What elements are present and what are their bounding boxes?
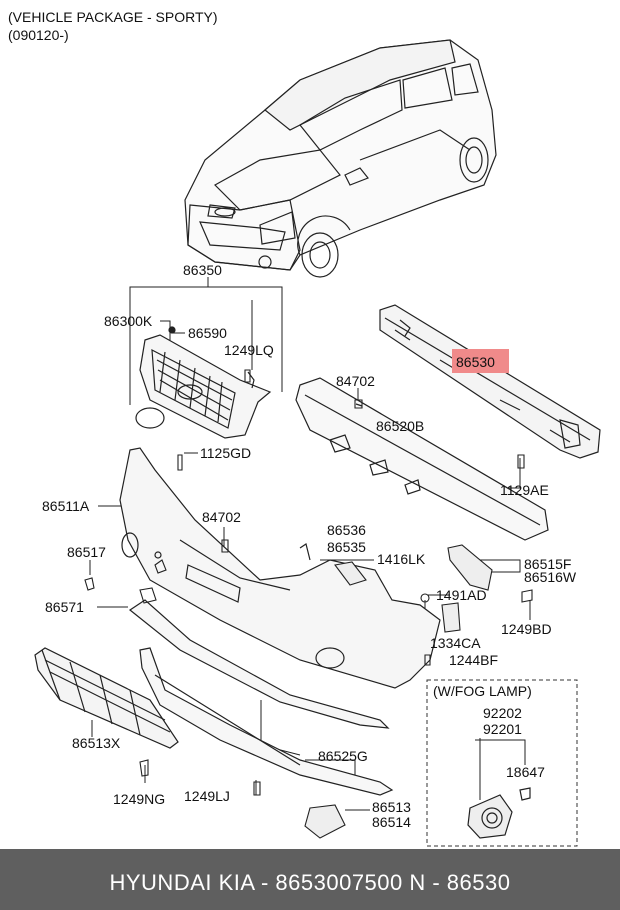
label-86514: 86514 — [372, 814, 411, 830]
label-86513: 86513 — [372, 799, 411, 815]
label-1249BD: 1249BD — [501, 621, 552, 637]
label-1244BF: 1244BF — [449, 652, 498, 668]
front-bumper-cover — [119, 447, 441, 689]
label-86300K: 86300K — [104, 313, 153, 329]
label-84702-b: 84702 — [202, 509, 241, 525]
label-86515F: 86515F — [524, 556, 571, 572]
kia-emblem-icon — [135, 407, 165, 429]
label-1416LK: 1416LK — [377, 551, 426, 567]
car-illustration — [184, 39, 497, 278]
label-84702-a: 84702 — [336, 373, 375, 389]
small-parts — [84, 369, 533, 839]
lower-lip — [128, 599, 394, 796]
label-86590: 86590 — [188, 325, 227, 341]
bumper-reinforcement — [379, 304, 601, 459]
fog-lamp-title: (W/FOG LAMP) — [433, 683, 532, 699]
label-1249LJ: 1249LJ — [184, 788, 230, 804]
label-92202: 92202 — [483, 705, 522, 721]
label-92201: 92201 — [483, 721, 522, 737]
label-1125GD: 1125GD — [200, 445, 251, 461]
header-date: (090120-) — [8, 27, 69, 43]
lower-grille — [34, 647, 179, 749]
label-86516W: 86516W — [524, 569, 577, 585]
fog-lamp-box — [426, 679, 578, 847]
label-86513X: 86513X — [72, 735, 121, 751]
label-86350: 86350 — [183, 262, 222, 278]
footer-part-number: HYUNDAI KIA - 8653007500 N - 86530 — [109, 870, 510, 895]
label-86530: 86530 — [456, 354, 495, 370]
label-18647: 18647 — [506, 764, 545, 780]
label-1249LQ: 1249LQ — [224, 342, 274, 358]
label-86535: 86535 — [327, 539, 366, 555]
label-1491AD: 1491AD — [436, 587, 487, 603]
footer-bar — [0, 849, 620, 910]
label-86520B: 86520B — [376, 418, 424, 434]
label-86571: 86571 — [45, 599, 84, 615]
header-package: (VEHICLE PACKAGE - SPORTY) — [8, 9, 218, 25]
label-86511A: 86511A — [42, 498, 90, 514]
label-1129AE: 1129AE — [500, 482, 549, 498]
radiator-grille — [135, 326, 272, 439]
label-86525G: 86525G — [318, 748, 368, 764]
fog-lamp — [467, 787, 531, 839]
label-86517: 86517 — [67, 544, 106, 560]
label-86536: 86536 — [327, 522, 366, 538]
highlight-86530 — [452, 349, 509, 373]
label-1334CA: 1334CA — [430, 635, 481, 651]
label-1249NG: 1249NG — [113, 791, 165, 807]
